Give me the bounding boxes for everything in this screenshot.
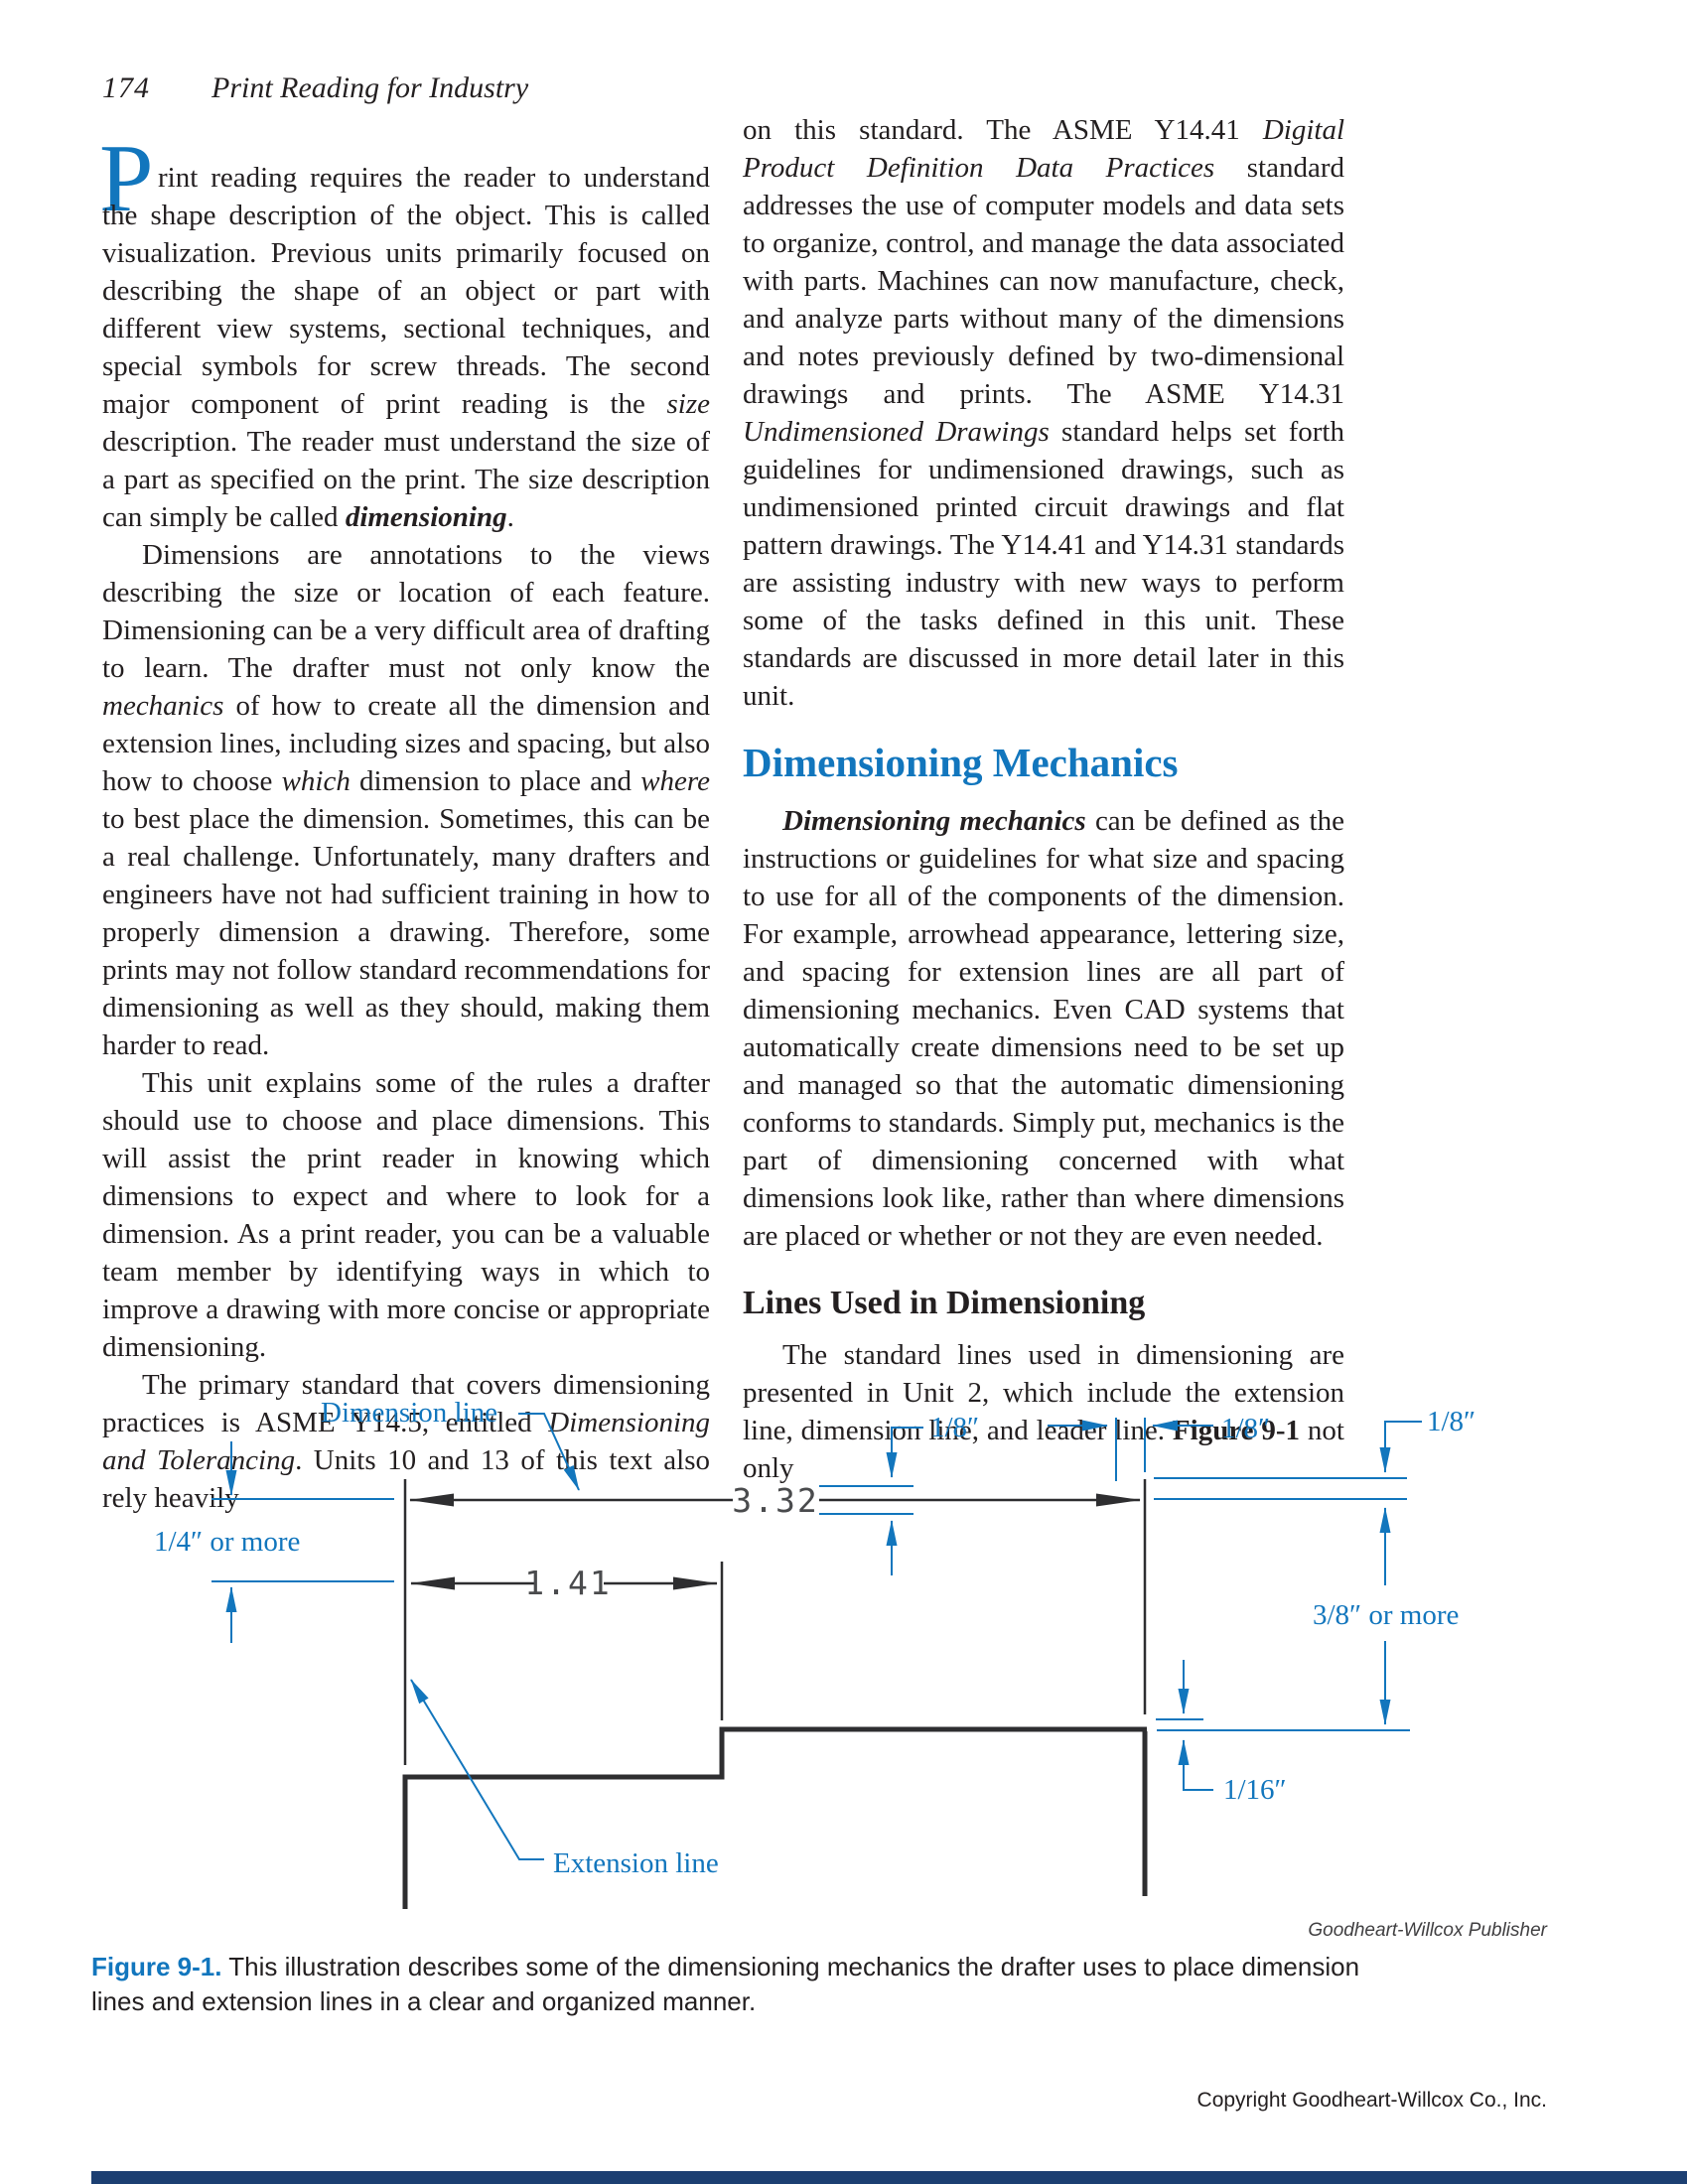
left-text-column: rint reading requires the reader to unde… [102,159,710,1517]
dropcap-spacer [102,186,158,187]
page-header: 174 Print Reading for Industry [102,71,528,105]
paragraph: Dimensioning mechanics can be defined as… [743,805,1344,1252]
figure-credit: Goodheart-Willcox Publisher [1308,1920,1547,1941]
figure-caption-text: This illustration describes some of the … [91,1952,1360,2016]
paragraph: This unit explains some of the rules a d… [102,1067,710,1363]
paragraph: The primary standard that covers dimensi… [102,1369,710,1514]
three-eighths-annotation [1157,1507,1410,1731]
figure-caption: Figure 9-1. This illustration describes … [91,1950,1382,2019]
drop-cap: P [99,125,154,232]
sixteenth-gap-annotation [1156,1660,1213,1791]
section-heading: Dimensioning Mechanics [743,740,1179,785]
running-title: Print Reading for Industry [211,71,529,104]
paragraph: rint reading requires the reader to unde… [102,162,710,533]
paragraph: Dimensions are annotations to the views … [102,539,710,1061]
right-text-column: on this standard. The ASME Y14.41 Digita… [743,111,1344,1487]
paragraph: on this standard. The ASME Y14.41 Digita… [743,114,1345,712]
sixteenth-label: 1/16″ [1223,1774,1287,1806]
copyright-notice: Copyright Goodheart-Willcox Co., Inc. [1196,2089,1547,2112]
three-eighths-label: 3/8″ or more [1313,1599,1459,1631]
eighth-label-3: 1/8″ [1427,1406,1476,1437]
quarter-or-more-label: 1/4″ or more [154,1526,300,1558]
paragraph: The standard lines used in dimensioning … [743,1339,1344,1484]
figure-caption-label: Figure 9-1. [91,1952,222,1981]
dimension-value-141: 1.41 [524,1564,611,1602]
page-footer-bar [91,2171,1687,2184]
page-number: 174 [102,71,150,104]
extension-line-label: Extension line [553,1847,719,1879]
subsection-heading: Lines Used in Dimensioning [743,1285,1146,1321]
part-outline [402,1726,1148,1909]
extension-line-leader [410,1679,544,1860]
